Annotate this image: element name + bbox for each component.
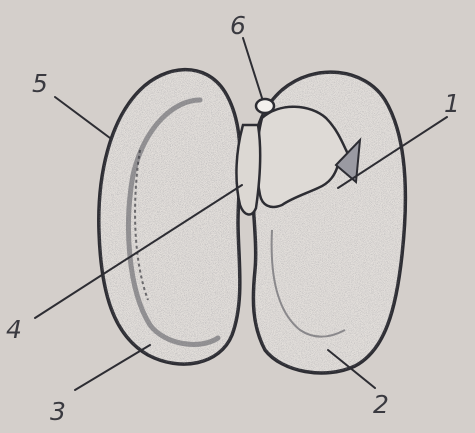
- label-3: 3: [50, 397, 66, 426]
- label-4: 4: [6, 315, 22, 344]
- leader-line-6: [242, 37, 263, 99]
- plumule: [255, 105, 354, 209]
- leader-line-3: [74, 344, 151, 391]
- leader-line-5: [54, 96, 111, 139]
- plumule-tip: [334, 137, 362, 185]
- leader-line-2: [327, 349, 376, 389]
- label-1: 1: [444, 89, 460, 118]
- label-6: 6: [230, 11, 246, 40]
- left-cotyledon-inner-edge: [126, 97, 221, 347]
- left-cotyledon-stipple: [98, 69, 241, 365]
- radicle: [235, 123, 262, 216]
- leader-line-4: [34, 184, 243, 319]
- label-5: 5: [32, 69, 48, 98]
- label-2: 2: [373, 390, 389, 419]
- right-cotyledon-inner-edge: [270, 229, 346, 338]
- left-cotyledon-inner-line: [134, 149, 149, 301]
- micropyle: [254, 97, 276, 115]
- leader-line-1: [337, 116, 448, 189]
